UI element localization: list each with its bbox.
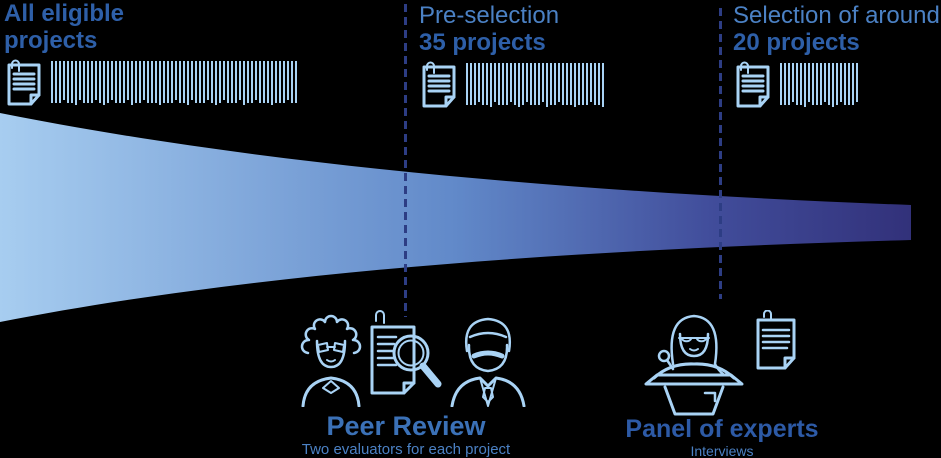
project-pages: [780, 63, 860, 107]
stage-title-line2: 20 projects: [733, 29, 860, 56]
document-stack: [733, 60, 940, 108]
stage-title-line2: projects: [4, 27, 98, 54]
project-pages: [51, 61, 299, 105]
stage-title-line2: 35 projects: [419, 29, 546, 56]
female-evaluator-icon: [300, 314, 362, 407]
document-icon: [756, 310, 796, 370]
stage-title-line1: Pre-selection: [419, 2, 560, 29]
document-stack-icon: [422, 61, 456, 108]
divider-dashed-line-selection: [719, 8, 722, 299]
stage-title-line1: All eligible: [4, 0, 125, 27]
funnel-shape: [0, 113, 911, 322]
document-stack-icon: [7, 59, 41, 106]
panel-of-experts-title: Panel of experts: [625, 415, 819, 443]
peer-review-title: Peer Review: [326, 411, 486, 441]
panel-of-experts-subtitle: Interviews: [690, 443, 754, 458]
document-stack-icon: [736, 61, 770, 108]
divider-dashed-line-preselection: [404, 4, 407, 317]
peer-review-subtitle: Two evaluators for each project: [301, 441, 511, 458]
document-stack: [419, 60, 606, 108]
stage-title-line1: Selection of around: [733, 2, 940, 29]
expert-at-podium-icon: [644, 314, 744, 416]
project-pages: [466, 63, 606, 107]
peer-review-icons: [300, 307, 528, 407]
male-evaluator-icon: [450, 317, 526, 407]
stage-all-eligible-projects: All eligible projects: [4, 0, 299, 106]
stage-final-selection: Selection of around 20 projects: [733, 2, 940, 108]
document-magnifier-icon: [370, 310, 442, 395]
stage-preselection: Pre-selection 35 projects: [419, 2, 606, 108]
document-stack: [4, 58, 299, 106]
panel-of-experts-icons: [642, 306, 804, 416]
